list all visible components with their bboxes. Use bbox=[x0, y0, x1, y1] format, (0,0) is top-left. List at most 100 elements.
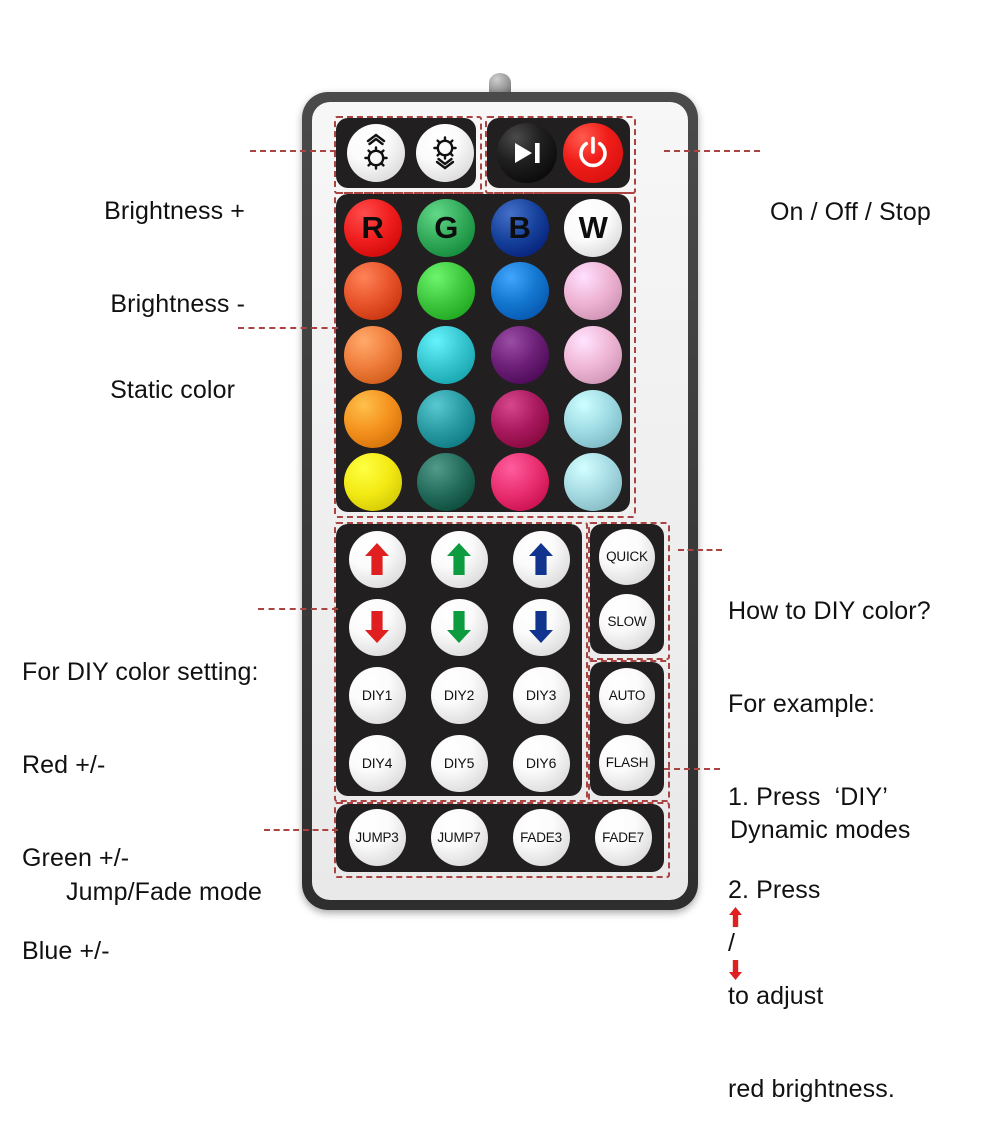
power-button[interactable] bbox=[563, 123, 623, 183]
leader-line-brightness bbox=[250, 150, 336, 152]
annotation-how-to-diy-l3-suffix: to adjust bbox=[728, 982, 824, 1010]
color-button-r5c1[interactable] bbox=[343, 453, 402, 512]
color-button-r3c3[interactable] bbox=[490, 326, 549, 384]
play-pause-button[interactable] bbox=[497, 123, 557, 183]
arrow-button-red-up[interactable] bbox=[348, 530, 406, 588]
leader-line-on-off-stop bbox=[664, 150, 760, 152]
leader-line-diy-setting bbox=[258, 608, 338, 610]
arrow-down-icon bbox=[365, 611, 389, 643]
arrow-up-icon bbox=[447, 543, 471, 575]
dynamic-button-flash[interactable]: FLASH bbox=[599, 734, 655, 791]
arrow-button-blue-up[interactable] bbox=[512, 530, 570, 588]
color-button-W[interactable]: W bbox=[564, 198, 623, 257]
diy-button-label: DIY1 bbox=[361, 687, 393, 703]
mode-button-fade3[interactable]: FADE3 bbox=[512, 809, 570, 866]
arrow-down-icon bbox=[729, 960, 742, 980]
color-button-label: G bbox=[434, 209, 459, 245]
arrow-down-icon bbox=[529, 611, 553, 643]
annotation-how-to-diy-line-2: 1. Press ‘DIY’ bbox=[728, 783, 888, 811]
arrow-down-icon bbox=[447, 611, 471, 643]
mode-button-fade7[interactable]: FADE7 bbox=[594, 809, 652, 866]
arrow-button-green-up[interactable] bbox=[430, 530, 488, 588]
color-button-R[interactable]: R bbox=[343, 198, 402, 257]
diy-button-diy3[interactable]: DIY3 bbox=[512, 666, 570, 724]
color-button-r3c2[interactable] bbox=[417, 326, 476, 384]
sun-down-icon bbox=[433, 136, 457, 170]
color-button-label: W bbox=[578, 209, 608, 245]
diy-button-label: DIY2 bbox=[443, 687, 475, 703]
color-button-B[interactable]: B bbox=[490, 198, 549, 257]
leader-line-jump-fade bbox=[264, 829, 338, 831]
annotation-brightness-line-0: Brightness + bbox=[104, 197, 245, 225]
diy-button-diy2[interactable]: DIY2 bbox=[430, 666, 488, 724]
leader-line-static-color bbox=[238, 327, 338, 329]
annotation-brightness: Brightness + Brightness - bbox=[30, 134, 245, 351]
diy-button-diy4[interactable]: DIY4 bbox=[348, 734, 406, 792]
mode-button-jump7[interactable]: JUMP7 bbox=[430, 809, 488, 866]
annotation-how-to-diy-l3-mid: / bbox=[728, 929, 736, 957]
diy-button-label: DIY3 bbox=[525, 687, 557, 703]
color-button-r5c3[interactable] bbox=[490, 453, 549, 512]
diy-button-label: DIY4 bbox=[361, 755, 393, 771]
mode-button-label: JUMP7 bbox=[437, 830, 481, 845]
color-button-r2c4[interactable] bbox=[564, 262, 623, 321]
mode-button-jump3[interactable]: JUMP3 bbox=[348, 809, 406, 866]
diy-button-label: DIY6 bbox=[525, 755, 557, 771]
color-button-r4c3[interactable] bbox=[490, 389, 549, 448]
arrow-button-green-down[interactable] bbox=[430, 598, 488, 656]
speed-button-quick[interactable]: QUICK bbox=[599, 528, 655, 585]
power-panel bbox=[487, 118, 630, 188]
annotation-how-to-diy-line-3: 2. Press / to adjust bbox=[728, 875, 996, 1012]
power-icon bbox=[579, 136, 607, 168]
arrow-up-icon bbox=[729, 907, 742, 927]
color-button-G[interactable]: G bbox=[417, 198, 476, 257]
annotation-how-to-diy-l3-prefix: 2. Press bbox=[728, 876, 821, 904]
speed-buttons: QUICK SLOW bbox=[590, 524, 664, 654]
color-button-label: B bbox=[508, 209, 531, 245]
annotation-jump-fade: Jump/Fade mode bbox=[30, 815, 262, 939]
dynamic-button-label: AUTO bbox=[608, 688, 646, 703]
arrow-button-blue-down[interactable] bbox=[512, 598, 570, 656]
speed-button-label: QUICK bbox=[606, 549, 648, 564]
diy-button-diy5[interactable]: DIY5 bbox=[430, 734, 488, 792]
annotation-how-to-diy-line-1: For example: bbox=[728, 690, 876, 718]
color-button-r5c4[interactable] bbox=[564, 453, 623, 512]
color-button-r4c2[interactable] bbox=[417, 389, 476, 448]
color-button-r2c1[interactable] bbox=[343, 262, 402, 321]
color-button-r5c2[interactable] bbox=[417, 453, 476, 512]
jump-fade-buttons: JUMP3 JUMP7 FADE3 FADE7 bbox=[336, 804, 664, 872]
brightness-up-button[interactable] bbox=[347, 124, 405, 182]
arrow-button-red-down[interactable] bbox=[348, 598, 406, 656]
brightness-panel bbox=[336, 118, 476, 188]
color-button-r3c4[interactable] bbox=[564, 326, 623, 384]
play-pause-icon bbox=[515, 143, 540, 163]
dynamic-button-label: FLASH bbox=[605, 755, 649, 770]
annotation-brightness-line-1: Brightness - bbox=[110, 290, 245, 318]
annotation-jump-fade-line-0: Jump/Fade mode bbox=[66, 878, 262, 906]
annotation-diy-setting: For DIY color setting: Red +/- Green +/-… bbox=[22, 595, 262, 998]
arrow-up-icon bbox=[365, 543, 389, 575]
annotation-how-to-diy-line-0: How to DIY color? bbox=[728, 597, 931, 625]
diy-button-label: DIY5 bbox=[443, 755, 475, 771]
annotation-diy-line-0: For DIY color setting: bbox=[22, 658, 259, 686]
color-button-r4c1[interactable] bbox=[343, 389, 402, 448]
brightness-down-button[interactable] bbox=[416, 124, 474, 182]
mode-button-label: FADE3 bbox=[520, 830, 562, 845]
color-button-r4c4[interactable] bbox=[564, 389, 623, 448]
diy-button-diy1[interactable]: DIY1 bbox=[348, 666, 406, 724]
sun-up-icon bbox=[364, 133, 388, 170]
annotation-how-to-diy-line-4: red brightness. bbox=[728, 1075, 895, 1103]
color-button-label: R bbox=[361, 209, 384, 245]
color-button-r2c2[interactable] bbox=[417, 262, 476, 321]
speed-button-label: SLOW bbox=[607, 614, 647, 629]
speed-button-slow[interactable]: SLOW bbox=[599, 593, 655, 650]
annotation-dynamic-modes-line-0: Dynamic modes bbox=[730, 816, 911, 844]
diy-button-diy6[interactable]: DIY6 bbox=[512, 734, 570, 792]
dynamic-button-auto[interactable]: AUTO bbox=[599, 667, 655, 724]
color-button-r2c3[interactable] bbox=[490, 262, 549, 321]
dynamic-buttons: AUTO FLASH bbox=[590, 662, 664, 796]
annotation-static-color: Static color bbox=[30, 313, 235, 437]
color-button-r3c1[interactable] bbox=[343, 326, 402, 384]
